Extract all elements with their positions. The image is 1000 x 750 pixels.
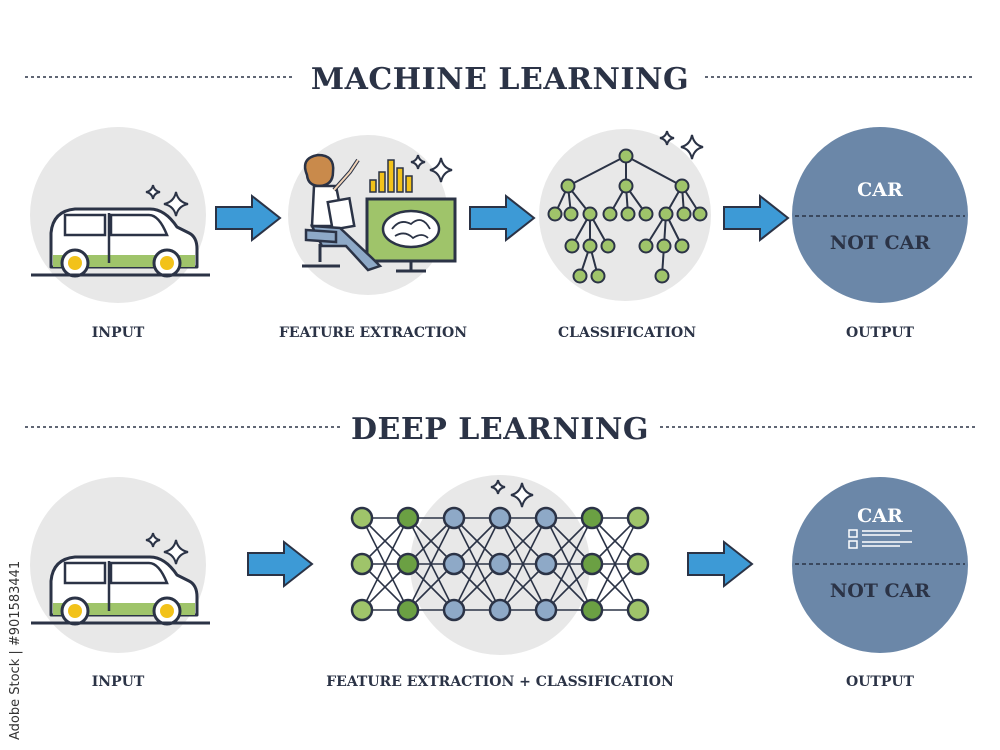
dl-output-car: CAR [857, 505, 903, 527]
arrow-icon [216, 196, 280, 240]
tree-node [620, 150, 633, 163]
tree-node [694, 208, 707, 221]
ml-label-feature-extraction: FEATURE EXTRACTION [279, 325, 467, 341]
tree-node [574, 270, 587, 283]
arrow-icon [688, 542, 752, 586]
network-node [444, 554, 464, 574]
tree-node [676, 180, 689, 193]
network-node [490, 508, 510, 528]
tree-node [676, 240, 689, 253]
neural-network-icon [352, 508, 648, 620]
tree-node [640, 240, 653, 253]
network-node [352, 554, 372, 574]
network-node [628, 508, 648, 528]
arrow-icon [248, 542, 312, 586]
tree-node [640, 208, 653, 221]
network-node [582, 508, 602, 528]
network-node [536, 600, 556, 620]
tree-node [620, 180, 633, 193]
dl-output-circle [792, 477, 968, 653]
ml-output-not-car: NOT CAR [830, 232, 931, 254]
ml-output-circle [792, 127, 968, 303]
tree-node [604, 208, 617, 221]
tree-node [592, 270, 605, 283]
tree-node [660, 208, 673, 221]
network-node [628, 554, 648, 574]
ml-label-classification: CLASSIFICATION [558, 325, 696, 341]
network-node [582, 600, 602, 620]
network-node [490, 600, 510, 620]
tree-node [566, 240, 579, 253]
tree-node [622, 208, 635, 221]
tree-node [549, 208, 562, 221]
network-node [582, 554, 602, 574]
network-node [352, 508, 372, 528]
network-node [352, 600, 372, 620]
dl-title: DEEP LEARNING [351, 412, 649, 447]
network-node [628, 600, 648, 620]
tree-node [656, 270, 669, 283]
stock-watermark: Adobe Stock | #901583441 [8, 520, 30, 740]
network-node [490, 554, 510, 574]
ml-label-output: OUTPUT [846, 325, 915, 341]
network-node [536, 508, 556, 528]
tree-node [602, 240, 615, 253]
ml-output-car: CAR [857, 179, 903, 201]
network-node [444, 508, 464, 528]
dl-label-output: OUTPUT [846, 674, 915, 690]
dl-label-input: INPUT [92, 674, 145, 690]
dl-output-not-car: NOT CAR [830, 580, 931, 602]
tree-node [584, 240, 597, 253]
network-node [536, 554, 556, 574]
arrow-icon [724, 196, 788, 240]
tree-node [678, 208, 691, 221]
network-node [398, 600, 418, 620]
tree-node [658, 240, 671, 253]
tree-node [562, 180, 575, 193]
tree-node [565, 208, 578, 221]
arrow-icon [470, 196, 534, 240]
tree-node [584, 208, 597, 221]
network-node [398, 508, 418, 528]
network-node [444, 600, 464, 620]
stock-id: Adobe Stock | #901583441 [8, 561, 23, 740]
ml-label-input: INPUT [92, 325, 145, 341]
dl-label-feature-classification: FEATURE EXTRACTION + CLASSIFICATION [326, 674, 674, 690]
ml-title: MACHINE LEARNING [311, 62, 689, 97]
network-node [398, 554, 418, 574]
